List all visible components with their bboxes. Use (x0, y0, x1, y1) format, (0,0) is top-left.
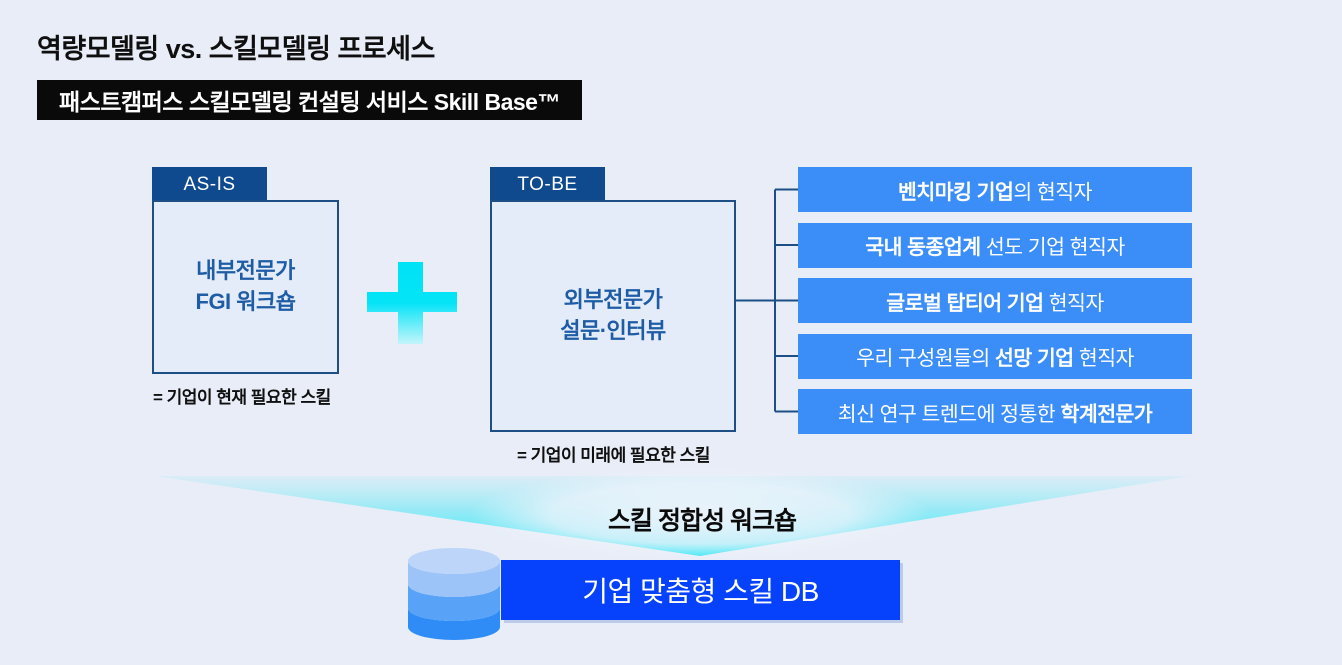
tree-connector-lines (736, 188, 798, 413)
expert-source-bar: 국내 동종업계 선도 기업 현직자 (798, 222, 1192, 268)
page-title: 역량모델링 vs. 스킬모델링 프로세스 (37, 34, 435, 64)
as-is-box: 내부전문가 FGI 워크숍 (152, 200, 339, 374)
funnel-beam-icon (155, 468, 1190, 560)
to-be-box-label: 외부전문가 설문·인터뷰 (560, 287, 666, 343)
to-be-tab: TO-BE (490, 167, 605, 202)
to-be-caption: = 기업이 미래에 필요한 스킬 (517, 446, 710, 465)
workshop-label: 스킬 정합성 워크숍 (608, 507, 797, 535)
service-badge: 패스트캠퍼스 스킬모델링 컨설팅 서비스 Skill Base™ (37, 80, 582, 120)
expert-source-bar: 글로벌 탑티어 기업 현직자 (798, 278, 1192, 323)
expert-source-bar: 우리 구성원들의 선망 기업 현직자 (798, 333, 1192, 379)
expert-source-bar: 최신 연구 트렌드에 정통한 학계전문가 (798, 389, 1192, 434)
as-is-caption: = 기업이 현재 필요한 스킬 (153, 388, 331, 407)
to-be-box: 외부전문가 설문·인터뷰 (490, 200, 736, 432)
skill-db-box: 기업 맞춤형 스킬 DB (501, 560, 900, 620)
database-cylinder-icon (408, 548, 500, 640)
plus-icon (367, 262, 457, 344)
as-is-tab: AS-IS (152, 167, 267, 202)
as-is-box-label: 내부전문가 FGI 워크숍 (195, 258, 297, 314)
